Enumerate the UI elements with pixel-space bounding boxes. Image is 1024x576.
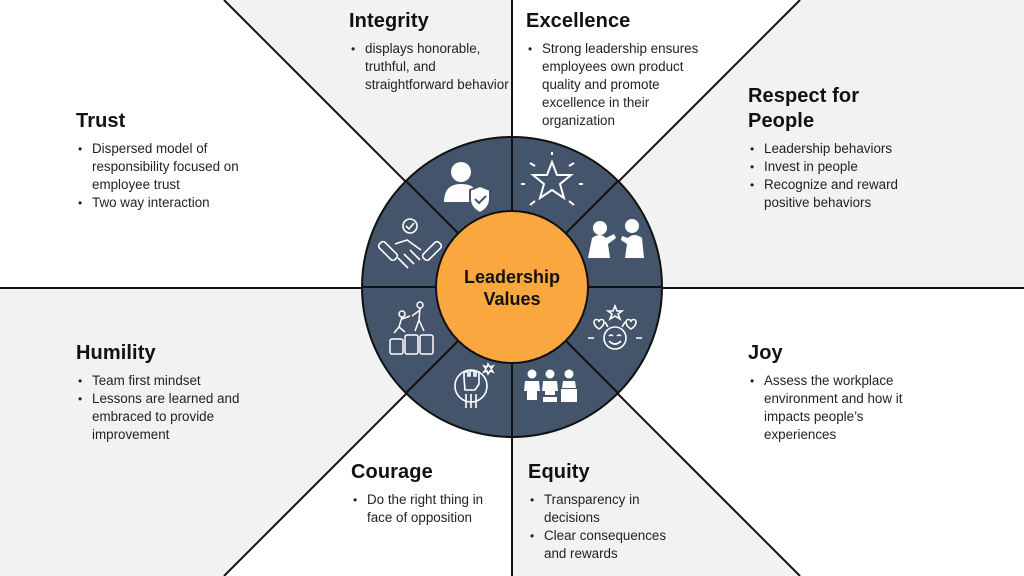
value-bullets: Do the right thing in face of opposition — [351, 491, 511, 527]
bullet-item: Leadership behaviors — [748, 140, 938, 158]
value-trust: Trust Dispersed model of responsibility … — [76, 109, 256, 212]
value-title: Equity — [528, 461, 590, 483]
value-bullets: Dispersed model of responsibility focuse… — [76, 140, 256, 212]
bullet-item: Do the right thing in face of opposition — [351, 491, 511, 527]
bullet-item: Assess the workplace environment and how… — [748, 372, 938, 444]
bullet-item: Dispersed model of responsibility focuse… — [76, 140, 256, 194]
value-bullets: Team first mindset Lessons are learned a… — [76, 372, 266, 444]
value-bullets: Strong leadership ensures employees own … — [526, 40, 710, 130]
value-title: Courage — [351, 461, 433, 483]
bullet-item: Team first mindset — [76, 372, 266, 390]
bullet-item: Invest in people — [748, 158, 938, 176]
value-joy: Joy Assess the workplace environment and… — [748, 341, 938, 444]
sparkling-star-icon — [521, 152, 583, 206]
value-title: Excellence — [526, 10, 631, 32]
value-integrity: Integrity displays honorable, truthful, … — [349, 9, 509, 94]
center-circle — [435, 210, 589, 364]
value-bullets: Assess the workplace environment and how… — [748, 372, 938, 444]
value-title: Joy — [748, 342, 783, 364]
fist-bump-people-icon — [588, 219, 644, 258]
bullet-item: Transparency in decisions — [528, 491, 688, 527]
bullet-item: Clear consequences and rewards — [528, 527, 688, 563]
helping-climb-steps-icon — [389, 301, 434, 355]
bullet-item: Recognize and reward positive behaviors — [748, 176, 938, 212]
value-equity: Equity Transparency in decisions Clear c… — [528, 460, 688, 563]
bullet-item: Strong leadership ensures employees own … — [526, 40, 710, 130]
value-humility: Humility Team first mindset Lessons are … — [76, 341, 266, 444]
value-bullets: Leadership behaviors Invest in people Re… — [748, 140, 938, 212]
people-podium-icon — [524, 369, 577, 402]
value-courage: Courage Do the right thing in face of op… — [351, 460, 511, 527]
value-title: Integrity — [349, 10, 429, 32]
value-title: Humility — [76, 342, 156, 364]
bullet-item: displays honorable, truthful, and straig… — [349, 40, 509, 94]
center-label-line-2: Values — [483, 289, 541, 309]
raised-fist-icon — [454, 362, 495, 408]
smiley-hearts-icon — [588, 303, 642, 350]
value-title: Trust — [76, 110, 126, 132]
value-bullets: Transparency in decisions Clear conseque… — [528, 491, 688, 563]
center-label: Leadership Values — [436, 212, 588, 364]
value-excellence: Excellence Strong leadership ensures emp… — [526, 9, 710, 130]
bullet-item: Lessons are learned and embraced to prov… — [76, 390, 266, 444]
center-label-line-1: Leadership — [463, 267, 561, 287]
value-respect-for-people: Respect for People Leadership behaviors … — [748, 84, 898, 212]
handshake-badge-icon — [377, 218, 443, 269]
user-shield-check-icon — [444, 162, 491, 215]
value-bullets: displays honorable, truthful, and straig… — [349, 40, 509, 94]
bullet-item: Two way interaction — [76, 194, 256, 212]
value-title: Respect for People — [748, 85, 860, 132]
